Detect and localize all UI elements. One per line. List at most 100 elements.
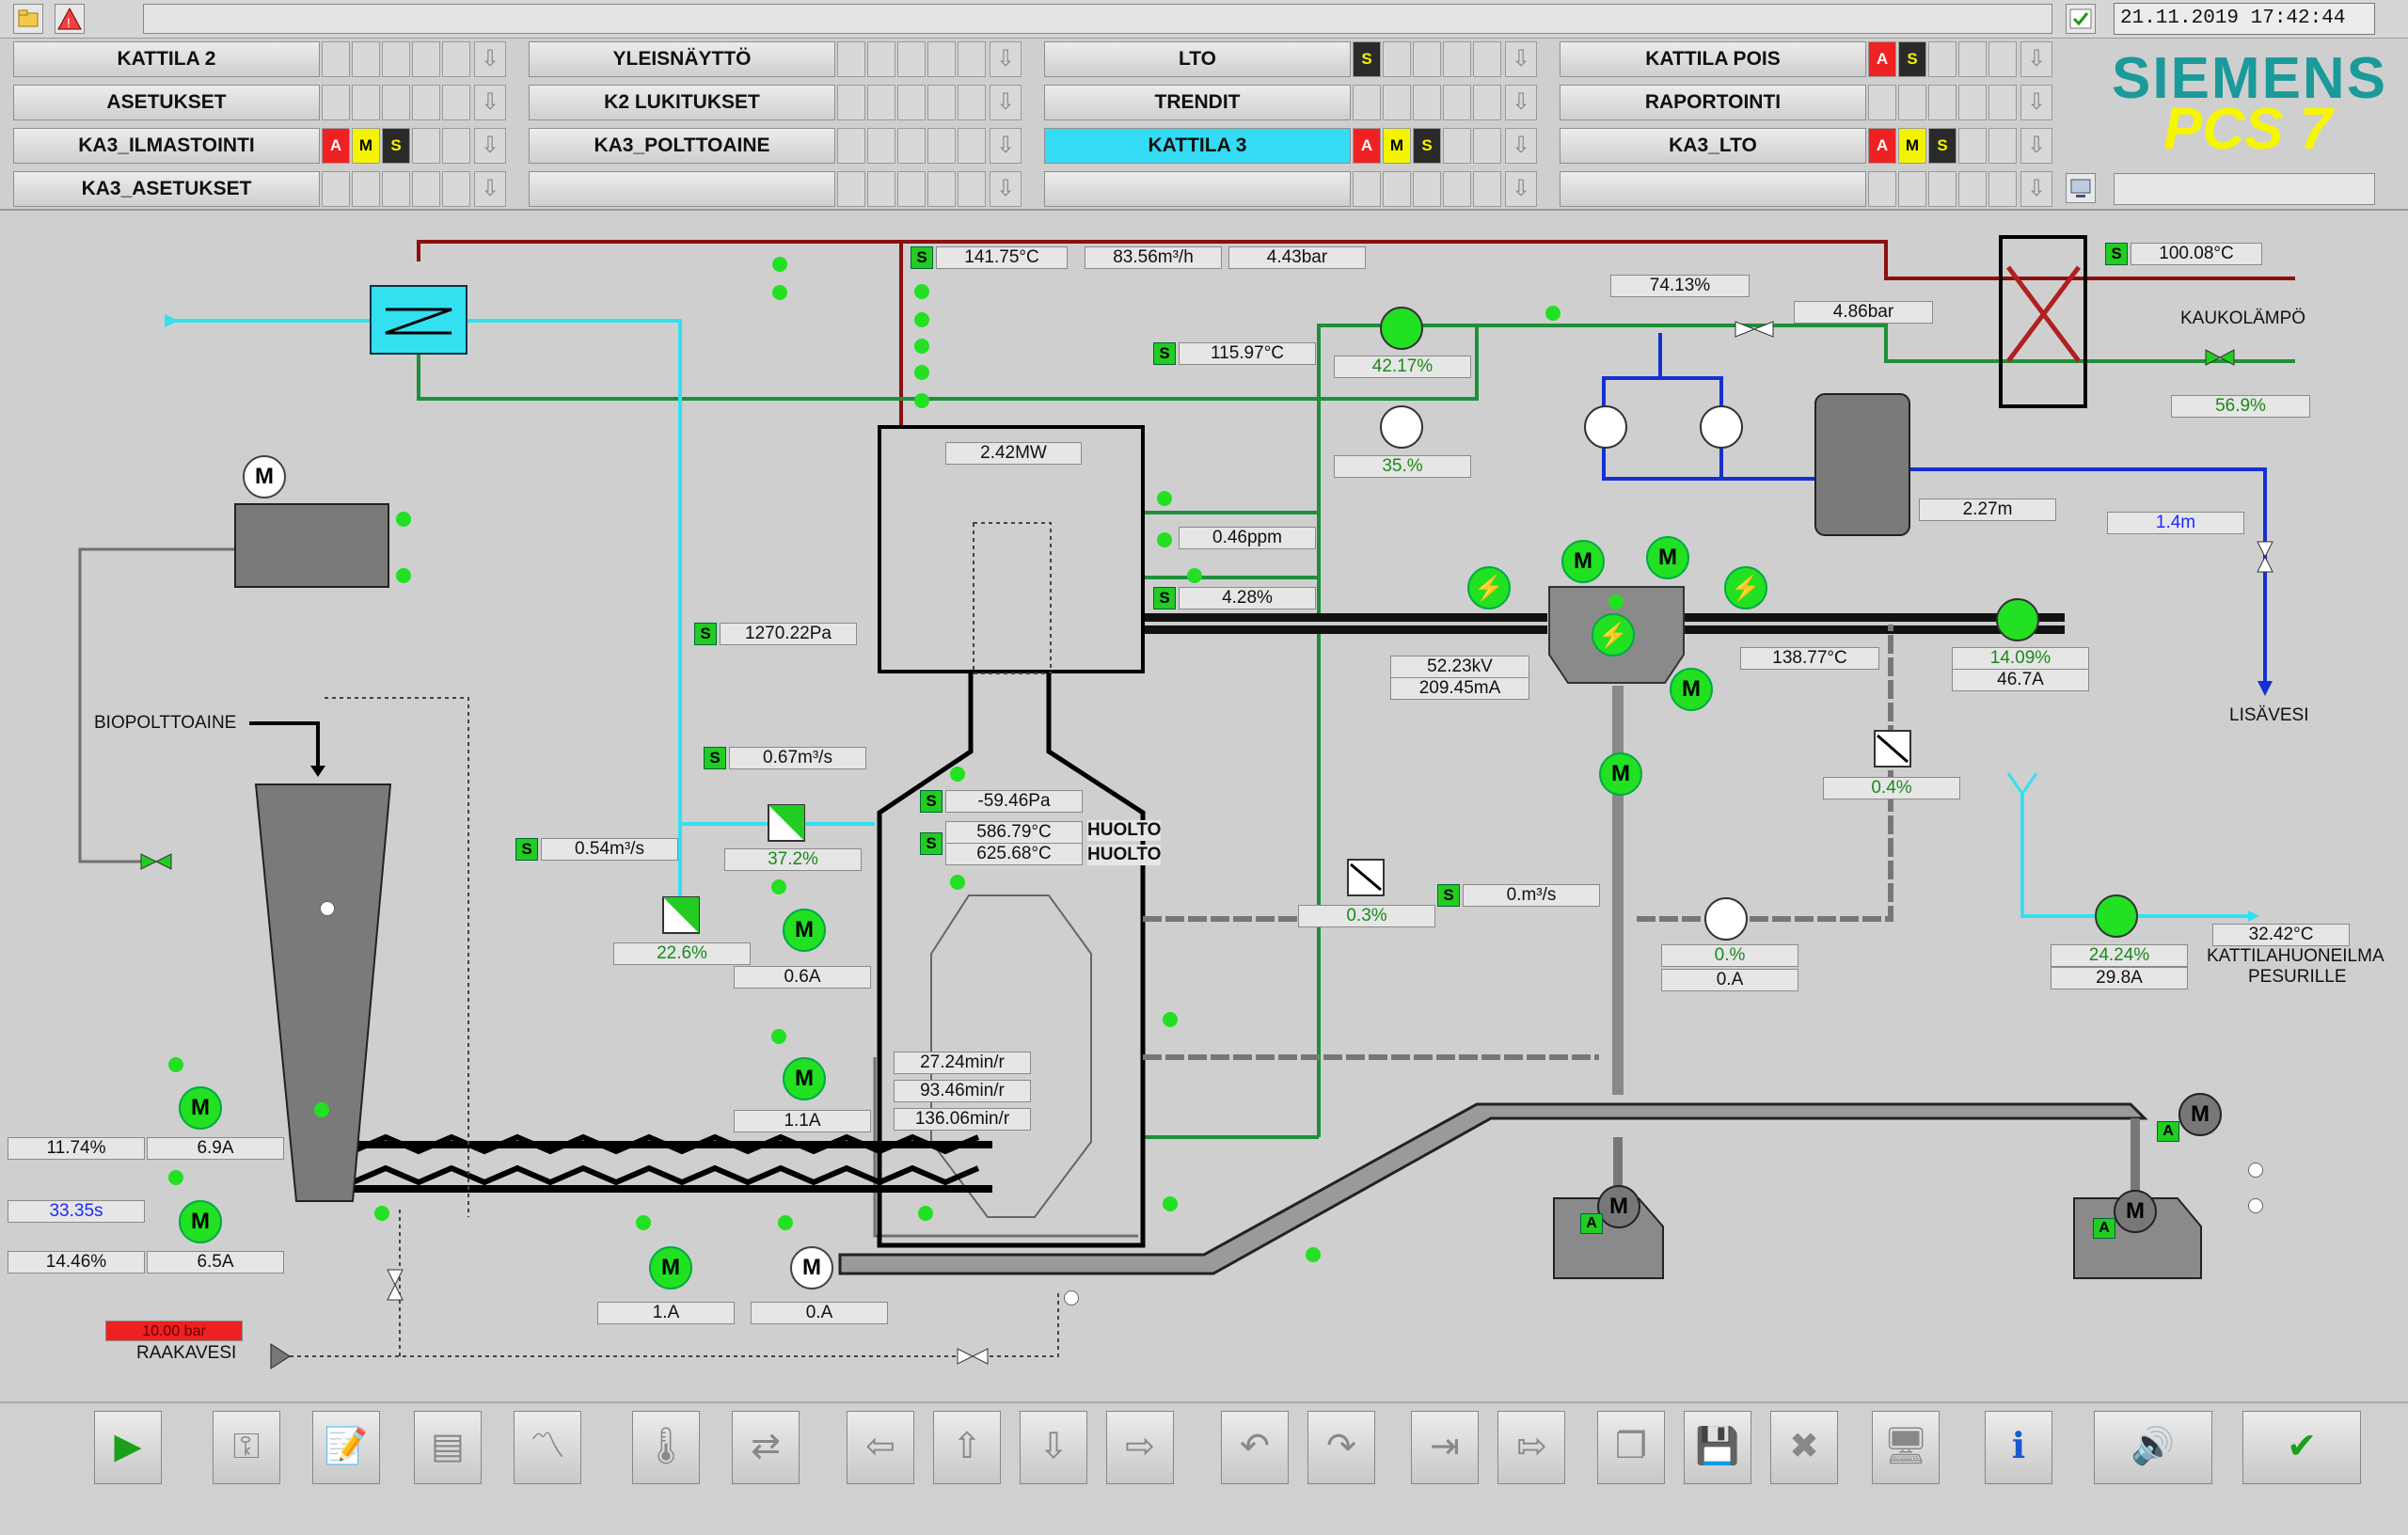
room-fan-a[interactable]: 29.8A [2051, 967, 2188, 989]
acknowledge-icon[interactable]: ✔ [2242, 1411, 2361, 1484]
report-icon[interactable]: ▤ [414, 1411, 482, 1484]
ash-fan-a[interactable]: 0.A [1661, 969, 1798, 991]
nav-button[interactable]: KA3_ASETUKSET [13, 171, 320, 207]
oxygen[interactable]: 4.28% [1179, 587, 1316, 609]
nav-button[interactable]: K2 LUKITUKSET [529, 85, 835, 120]
makeup-level[interactable]: 1.4m [2107, 512, 2244, 534]
primary-damper[interactable]: 37.2% [724, 848, 862, 871]
feed-a[interactable]: 6.9A [147, 1137, 284, 1160]
recirc-damper[interactable]: 0.3% [1298, 905, 1435, 927]
thermometer-icon[interactable]: 🌡 [632, 1411, 700, 1484]
flue-fan-speed[interactable]: 14.09% [1952, 647, 2089, 670]
info-icon[interactable]: ℹ [1985, 1411, 2052, 1484]
down-arrow-icon[interactable]: ⇩ [990, 171, 1022, 207]
down-arrow-icon[interactable]: ⇩ [990, 128, 1022, 164]
motor-icon[interactable]: M [2114, 1190, 2157, 1233]
district-valve[interactable]: 56.9% [2171, 395, 2310, 418]
auto-indicator[interactable]: A [1580, 1213, 1603, 1234]
down-arrow-icon[interactable]: ⇩ [474, 171, 506, 207]
s-indicator[interactable]: S [1437, 884, 1460, 907]
nav-button[interactable] [1560, 171, 1866, 207]
grate-speed-1[interactable]: 27.24min/r [894, 1052, 1031, 1074]
nav-button[interactable]: ASETUKSET [13, 85, 320, 120]
down-arrow-icon[interactable]: ⇩ [1505, 128, 1537, 164]
export-icon[interactable]: ⇰ [1497, 1411, 1565, 1484]
feed2-pct[interactable]: 14.46% [8, 1251, 145, 1274]
monitor-small-icon[interactable] [2066, 173, 2096, 203]
down-arrow-icon[interactable]: ⇩ [1505, 85, 1537, 120]
grate-speed-2[interactable]: 93.46min/r [894, 1080, 1031, 1102]
pump2-speed[interactable]: 35.% [1334, 455, 1471, 478]
nav-button[interactable]: KATTILA 2 [13, 41, 320, 77]
acknowledge-check-icon[interactable] [2066, 4, 2096, 34]
lightning-icon[interactable]: ⚡ [1467, 566, 1511, 609]
esp-voltage[interactable]: 52.23kV [1390, 656, 1529, 678]
s-indicator[interactable]: S [1153, 342, 1176, 365]
down-arrow-icon[interactable]: ⇩ [990, 85, 1022, 120]
feed2-a[interactable]: 6.5A [147, 1251, 284, 1274]
key-icon[interactable]: ⚿ [213, 1411, 280, 1484]
emission[interactable]: 0.46ppm [1179, 527, 1316, 549]
motor-icon[interactable]: M [179, 1086, 222, 1130]
furnace-temp1[interactable]: 586.79°C [945, 821, 1083, 844]
arrow-up-icon[interactable]: ⇧ [933, 1411, 1001, 1484]
nav-button[interactable]: LTO [1044, 41, 1351, 77]
nav-button[interactable]: KATTILA 3 [1044, 128, 1351, 164]
motor-icon[interactable]: M [783, 1057, 826, 1100]
delete-icon[interactable]: ✖ [1770, 1411, 1838, 1484]
folder-icon[interactable] [13, 4, 43, 34]
supply-temp[interactable]: 141.75°C [936, 246, 1068, 269]
motor-icon[interactable]: M [1670, 668, 1713, 711]
motor-icon[interactable]: M [790, 1246, 833, 1290]
s-indicator[interactable]: S [694, 623, 717, 645]
auto-indicator[interactable]: A [2093, 1218, 2115, 1239]
arrow-left-icon[interactable]: ⇦ [847, 1411, 914, 1484]
down-arrow-icon[interactable]: ⇩ [474, 41, 506, 77]
nav-button[interactable]: KA3_LTO [1560, 128, 1866, 164]
grate-current[interactable]: 1.1A [734, 1110, 871, 1132]
nav-button[interactable]: KA3_POLTTOAINE [529, 128, 835, 164]
supply-flow[interactable]: 83.56m³/h [1085, 246, 1222, 269]
redo-icon[interactable]: ↷ [1307, 1411, 1375, 1484]
fan-current[interactable]: 0.6A [734, 966, 871, 989]
lto-percent[interactable]: 74.13% [1610, 275, 1750, 297]
save-icon[interactable]: 💾 [1684, 1411, 1751, 1484]
grate-speed-3[interactable]: 136.06min/r [894, 1108, 1031, 1131]
s-indicator[interactable]: S [920, 832, 943, 855]
speaker-icon[interactable]: 🔊 [2094, 1411, 2212, 1484]
nav-button[interactable]: KATTILA POIS [1560, 41, 1866, 77]
small-damper[interactable]: 0.4% [1823, 777, 1960, 799]
down-arrow-icon[interactable]: ⇩ [1505, 171, 1537, 207]
secondary-flow[interactable]: 0.54m³/s [541, 838, 678, 861]
nav-button[interactable] [1044, 171, 1351, 207]
primary-flow[interactable]: 0.67m³/s [729, 747, 866, 769]
bottom1-a[interactable]: 1.A [597, 1302, 735, 1324]
motor-icon[interactable]: M [783, 909, 826, 952]
boiler-power[interactable]: 2.42MW [945, 442, 1082, 465]
motor-icon[interactable]: M [1561, 540, 1605, 583]
down-arrow-icon[interactable]: ⇩ [990, 41, 1022, 77]
nav-button[interactable]: YLEISNÄYTTÖ [529, 41, 835, 77]
notepad-icon[interactable]: 📝 [312, 1411, 380, 1484]
arrow-down-icon[interactable]: ⇩ [1020, 1411, 1087, 1484]
pump1-speed[interactable]: 42.17% [1334, 356, 1471, 378]
trend-icon[interactable]: 〽 [514, 1411, 581, 1484]
motor-icon[interactable]: M [2178, 1093, 2222, 1136]
screen-swap-icon[interactable]: ⇄ [732, 1411, 800, 1484]
down-arrow-icon[interactable]: ⇩ [2020, 171, 2052, 207]
motor-icon[interactable]: M [1599, 752, 1642, 796]
undo-icon[interactable]: ↶ [1221, 1411, 1289, 1484]
bottom2-a[interactable]: 0.A [751, 1302, 888, 1324]
ash-fan-pct[interactable]: 0.% [1661, 944, 1798, 967]
district-temp[interactable]: 100.08°C [2131, 243, 2262, 265]
down-arrow-icon[interactable]: ⇩ [474, 128, 506, 164]
room-temp[interactable]: 32.42°C [2212, 924, 2350, 946]
flue-temp[interactable]: 138.77°C [1740, 647, 1879, 670]
down-arrow-icon[interactable]: ⇩ [474, 85, 506, 120]
motor-icon[interactable]: M [243, 455, 286, 498]
down-arrow-icon[interactable]: ⇩ [2020, 41, 2052, 77]
motor-icon[interactable]: M [179, 1200, 222, 1243]
import-icon[interactable]: ⇥ [1411, 1411, 1479, 1484]
lightning-icon[interactable]: ⚡ [1724, 566, 1767, 609]
s-indicator[interactable]: S [2105, 243, 2128, 265]
